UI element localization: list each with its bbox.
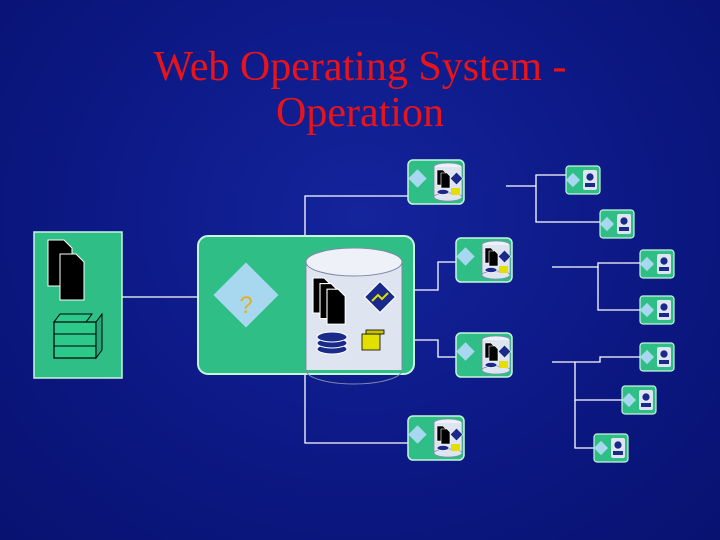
storage-tray-icon (53, 312, 103, 360)
leaf-node-2[interactable] (599, 209, 635, 239)
query-diamond: ? (213, 262, 279, 328)
db-stack-icon (316, 331, 348, 355)
leaf-node-7[interactable] (593, 433, 629, 463)
leaf-node-3[interactable] (639, 249, 675, 279)
service-node-bottom[interactable] (407, 415, 465, 461)
leaf-node-4[interactable] (639, 295, 675, 325)
connector-mid-upper-to-leaves (552, 262, 640, 268)
service-node-mid-upper[interactable] (455, 237, 513, 283)
slide-title: Web Operating System - Operation (0, 44, 720, 136)
main-wos-node[interactable]: ? (197, 235, 415, 385)
connector-main-to-node-mid-lower (414, 339, 456, 358)
title-line-1: Web Operating System - (153, 44, 567, 90)
source-panel (33, 231, 123, 379)
connector-mid-lower-to-leaves (552, 356, 640, 363)
connector-main-to-node-bottom (304, 375, 408, 444)
connector-main-to-node-top (304, 195, 408, 237)
connector-top-to-leaves (506, 174, 566, 187)
leaf-node-5[interactable] (639, 342, 675, 372)
leaf-node-6[interactable] (621, 385, 657, 415)
service-node-mid-lower[interactable] (455, 332, 513, 378)
leaf-node-1[interactable] (565, 165, 601, 195)
folder-icon (361, 329, 385, 351)
database-cylinder-icon (305, 247, 403, 385)
title-line-2: Operation (276, 90, 444, 136)
service-node-top[interactable] (407, 159, 465, 205)
query-mark: ? (239, 292, 252, 319)
connector-main-to-node-mid-upper (414, 261, 456, 291)
connector-lines (122, 174, 640, 449)
